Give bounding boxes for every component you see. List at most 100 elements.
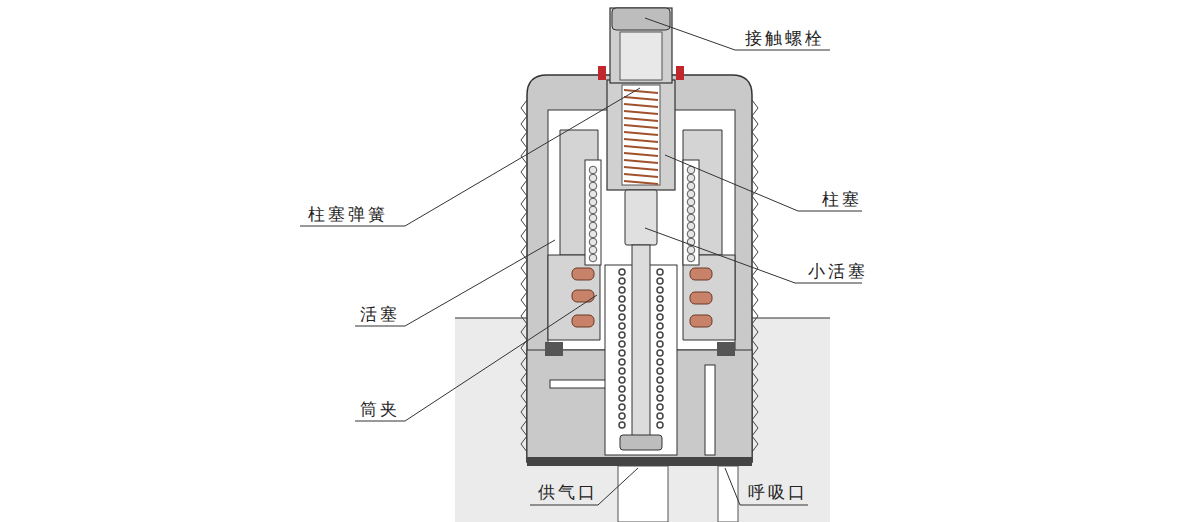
- spring-coil: [624, 125, 658, 128]
- spring-coil: [657, 341, 663, 347]
- leader-line: [725, 468, 808, 505]
- spring-coil: [657, 422, 663, 428]
- part-label: 小活塞: [808, 260, 868, 282]
- ball: [589, 238, 597, 246]
- leader-line: [645, 18, 830, 50]
- ball: [589, 222, 597, 230]
- spring-coil: [657, 404, 663, 410]
- bottom-seal: [527, 457, 752, 466]
- part-label: 接触螺栓: [745, 27, 825, 49]
- spring-coil: [657, 287, 663, 293]
- ball: [687, 198, 695, 206]
- spring-coil: [624, 118, 658, 121]
- part-label: 柱塞: [822, 188, 862, 210]
- ball: [687, 222, 695, 230]
- ball: [589, 182, 597, 190]
- o-ring: [572, 290, 594, 302]
- spring-coil: [624, 146, 658, 149]
- spring-coil: [619, 386, 625, 392]
- rod-foot: [620, 435, 662, 450]
- spring-coil: [619, 377, 625, 383]
- spring-coil: [619, 368, 625, 374]
- spring-coil: [619, 422, 625, 428]
- piston: [683, 130, 722, 255]
- red-seal: [598, 66, 606, 80]
- supply-port: [618, 466, 668, 522]
- return-spring: [619, 269, 663, 428]
- spring-coil: [619, 278, 625, 284]
- ball: [589, 254, 597, 262]
- small-piston: [625, 190, 657, 245]
- spring-coil: [619, 314, 625, 320]
- bolt-head: [612, 8, 670, 30]
- ball: [589, 190, 597, 198]
- spring-coil: [624, 167, 658, 170]
- o-ring: [690, 268, 712, 280]
- ball: [589, 246, 597, 254]
- ball: [687, 254, 695, 262]
- spring-coil: [624, 174, 658, 177]
- spring-coil: [624, 153, 658, 156]
- spring-coil: [619, 296, 625, 302]
- part-label: 呼吸口: [748, 481, 808, 503]
- leader-line: [665, 155, 862, 211]
- spring-coil: [624, 160, 658, 163]
- bolt-thread: [620, 32, 662, 80]
- spring-coil: [624, 111, 658, 114]
- spring-coil: [624, 90, 658, 93]
- channel: [705, 365, 715, 455]
- ball: [687, 182, 695, 190]
- spring-coil: [657, 269, 663, 275]
- ball: [589, 166, 597, 174]
- piston: [548, 255, 600, 340]
- spring-coil: [619, 287, 625, 293]
- ball: [687, 190, 695, 198]
- ball: [687, 246, 695, 254]
- part-label: 活塞: [360, 303, 400, 325]
- ball: [589, 174, 597, 182]
- spring-coil: [619, 341, 625, 347]
- part-label: 柱塞弹簧: [308, 203, 388, 225]
- ball: [589, 206, 597, 214]
- seal: [545, 342, 563, 356]
- spring-coil: [624, 181, 658, 184]
- part-label: 供气口: [538, 481, 598, 503]
- spring-coil: [619, 404, 625, 410]
- spring-coil: [624, 139, 658, 142]
- ball: [687, 206, 695, 214]
- spring-coil: [619, 350, 625, 356]
- spring-coil: [657, 359, 663, 365]
- leader-line: [300, 88, 640, 226]
- spring-coil: [619, 359, 625, 365]
- leader-line: [530, 468, 638, 505]
- spring-coil: [657, 332, 663, 338]
- spring-coil: [657, 395, 663, 401]
- leader-line: [355, 240, 555, 326]
- housing: [527, 75, 752, 462]
- o-ring: [572, 268, 594, 280]
- ball: [589, 214, 597, 222]
- o-ring: [572, 315, 594, 327]
- rod: [632, 245, 650, 445]
- contact-bolt: [610, 8, 672, 83]
- spring-coil: [619, 413, 625, 419]
- leader-lines: [300, 18, 862, 505]
- workpiece-edge: [455, 317, 527, 318]
- piston: [560, 130, 598, 255]
- red-seal: [676, 66, 684, 80]
- spring-coil: [657, 305, 663, 311]
- spring-coil: [624, 132, 658, 135]
- o-ring: [690, 315, 712, 327]
- thread: [752, 100, 758, 452]
- plunger-spring: [624, 90, 658, 184]
- leader-line: [355, 295, 597, 421]
- collet: [585, 160, 601, 265]
- seal: [717, 342, 735, 356]
- spring-coil: [619, 395, 625, 401]
- spring-coil: [657, 386, 663, 392]
- spring-coil: [657, 350, 663, 356]
- spring-coil: [624, 97, 658, 100]
- spring-coil: [657, 296, 663, 302]
